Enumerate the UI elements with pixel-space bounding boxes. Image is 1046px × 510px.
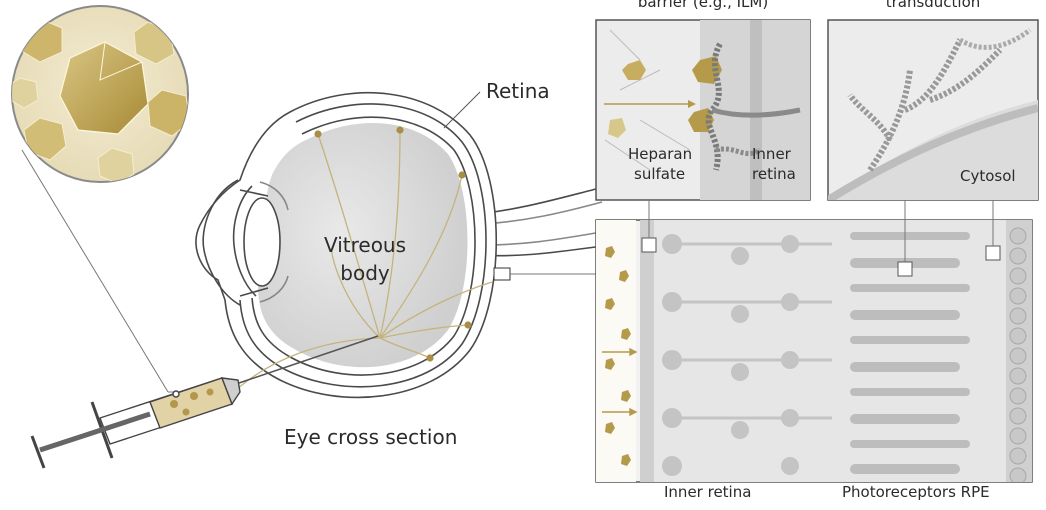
retina-label: Retina [486, 80, 550, 103]
heparan-label-line2: sulfate [634, 166, 685, 183]
rpe-zoom-marker [986, 246, 1000, 260]
cytosol-label: Cytosol [960, 168, 1016, 185]
retina-pointer [444, 92, 480, 128]
bottom-photoreceptors-rpe-label: Photoreceptors RPE [842, 484, 990, 501]
inner-retina-label-line1: Inner [752, 146, 791, 163]
panel-retina-layers [596, 220, 1034, 484]
zoom-connector-line [22, 150, 168, 392]
heparan-label-line1: Heparan [628, 146, 692, 163]
eye-cross-section-label: Eye cross section [284, 426, 457, 449]
bottom-inner-retina-label: Inner retina [664, 484, 751, 501]
capsid-zoom-circle [10, 6, 190, 184]
vitreous-label-line2: body [310, 262, 420, 285]
photoreceptor-zoom-marker [898, 262, 912, 276]
ilm-zoom-marker [642, 238, 656, 252]
vitreous-label-line1: Vitreous [310, 234, 420, 257]
retina-zoom-marker [494, 268, 510, 280]
inner-retina-label-line2: retina [752, 166, 796, 183]
panel1-title: barrier (e.g., ILM) [596, 0, 810, 11]
panel2-title: transduction [828, 0, 1038, 11]
